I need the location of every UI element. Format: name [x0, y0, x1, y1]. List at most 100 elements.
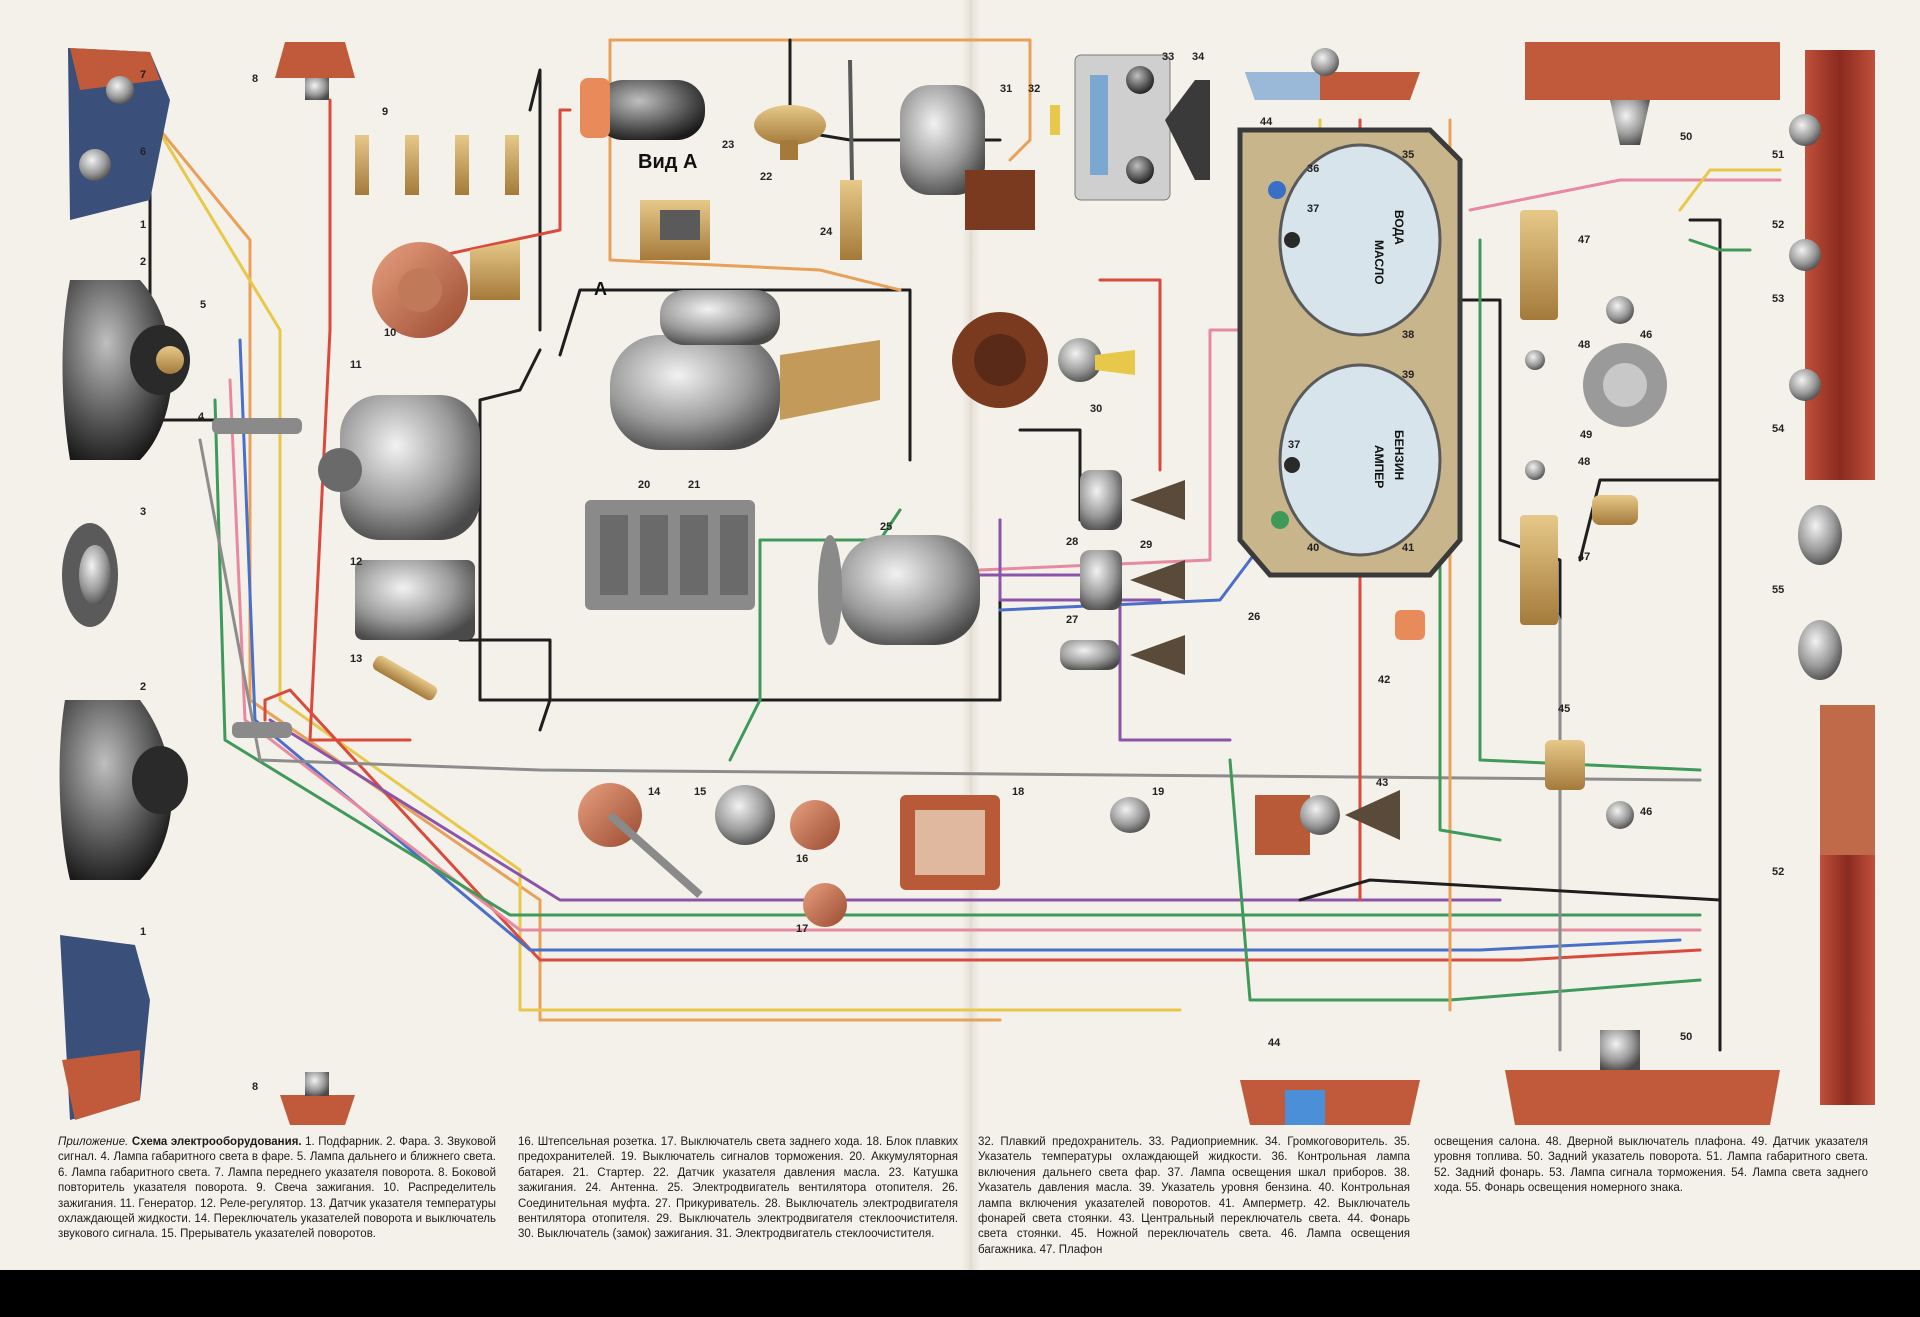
- temp-sensor-13: [372, 655, 438, 701]
- component-number-1: 1: [140, 219, 146, 231]
- component-number-37-2: 37: [1288, 439, 1300, 451]
- wire-green-2: [728, 508, 902, 762]
- wire-black-10: [1018, 428, 1082, 522]
- component-number-34: 34: [1192, 51, 1205, 63]
- caption-col-2-text: 16. Штепсельная розетка. 17. Выключатель…: [518, 1136, 958, 1241]
- main-light-switch-43: [1255, 790, 1400, 855]
- caption-title: Схема электрооборудования.: [131, 1136, 302, 1148]
- wire-pink-1: [228, 378, 1702, 932]
- caption-col-1: Приложение. Схема электрооборудования. 1…: [58, 1135, 496, 1243]
- rear-lamp-cluster-52-lower: [1820, 705, 1875, 1105]
- component-number-10: 10: [384, 327, 396, 339]
- foot-switch-45: [1545, 740, 1585, 790]
- component-number-7: 7: [140, 69, 146, 81]
- wire-green-6: [1688, 238, 1752, 252]
- courtesy-lamp-47: [1520, 210, 1558, 625]
- bottom-black-bar: [0, 1270, 1920, 1317]
- component-number-41: 41: [1402, 542, 1414, 554]
- component-number-39: 39: [1402, 369, 1414, 381]
- headlight-bulb-upper: [156, 346, 184, 374]
- wire-black-3: [528, 68, 542, 332]
- wire-purple-1: [268, 718, 1502, 902]
- component-number-30: 30: [1090, 403, 1102, 415]
- component-number-2-2: 2: [140, 681, 146, 693]
- component-number-15: 15: [694, 786, 706, 798]
- parking-lamp-44-top: [1245, 48, 1420, 100]
- wire-blue-1: [238, 338, 1682, 952]
- component-number-8-2: 8: [252, 1081, 258, 1093]
- component-number-18: 18: [1012, 786, 1024, 798]
- component-number-23: 23: [722, 139, 734, 151]
- component-number-24: 24: [820, 226, 833, 238]
- caption-col-4: освещения салона. 48. Дверной выключател…: [1434, 1135, 1868, 1197]
- fuel-sender-49: [1583, 343, 1667, 525]
- front-indicator-lens: [70, 48, 160, 90]
- component-number-12: 12: [350, 556, 362, 568]
- wiper-motor-31: [900, 85, 1035, 230]
- wire-orange: [158, 128, 1002, 1022]
- component-number-55: 55: [1772, 584, 1784, 596]
- side-repeater-8-bottom: [280, 1072, 355, 1125]
- caption-col-3-text: 32. Плавкий предохранитель. 33. Радиопри…: [978, 1136, 1410, 1256]
- component-number-36: 36: [1307, 163, 1319, 175]
- switch-28: [1080, 550, 1185, 610]
- gauge-label-fuel: БЕНЗИН: [1392, 430, 1406, 480]
- door-switch-48: [1525, 350, 1545, 480]
- component-number-44: 44: [1260, 116, 1273, 128]
- wire-grey-1: [198, 438, 1702, 782]
- component-number-35: 35: [1402, 149, 1414, 161]
- component-number-11: 11: [350, 359, 362, 371]
- switch-29: [1080, 470, 1185, 530]
- parking-switch-42: [1395, 610, 1425, 640]
- caption-col-1-text: 1. Подфарник. 2. Фара. 3. Звуковой сигна…: [58, 1136, 496, 1241]
- component-number-45: 45: [1558, 703, 1570, 715]
- component-number-50: 50: [1680, 131, 1692, 143]
- component-number-6: 6: [140, 146, 146, 158]
- caption-col-2: 16. Штепсельная розетка. 17. Выключатель…: [518, 1135, 958, 1243]
- generator-11: [318, 395, 480, 540]
- gauge-label-oil: МАСЛО: [1372, 240, 1386, 284]
- bulb-7: [106, 76, 134, 104]
- lamp-37-top: [1284, 232, 1300, 248]
- component-number-52-2: 52: [1772, 866, 1784, 878]
- radio-33: [1074, 54, 1171, 201]
- component-number-32: 32: [1028, 83, 1040, 95]
- component-number-20: 20: [638, 479, 650, 491]
- regulator-12: [355, 560, 475, 640]
- component-number-26: 26: [1248, 611, 1260, 623]
- fuse-block-18: [900, 795, 1000, 890]
- gauge-label-water: ВОДА: [1392, 210, 1406, 245]
- lamp-40: [1271, 511, 1289, 529]
- distributor-10: [372, 240, 520, 338]
- brake-switch-19: [1110, 797, 1150, 833]
- connector-block-left: [212, 418, 302, 738]
- component-number-5: 5: [200, 299, 206, 311]
- bulb-6: [79, 149, 111, 181]
- parking-lamp-44-bottom: [1240, 1080, 1420, 1125]
- license-lamp-55: [1798, 505, 1842, 680]
- fuse-32: [1050, 105, 1060, 135]
- component-number-17: 17: [796, 923, 808, 935]
- component-number-53: 53: [1772, 293, 1784, 305]
- ignition-coil-23: [580, 78, 705, 140]
- battery-20: [585, 500, 755, 610]
- caption-col-4-text: освещения салона. 48. Дверной выключател…: [1434, 1136, 1868, 1195]
- wire-pink-3: [1468, 178, 1782, 212]
- caption-col-3: 32. Плавкий предохранитель. 33. Радиопри…: [978, 1135, 1410, 1258]
- component-number-19: 19: [1152, 786, 1164, 798]
- trunk-lamp-46: [1606, 296, 1634, 829]
- wire-black-4: [478, 348, 1002, 702]
- component-number-49: 49: [1580, 429, 1592, 441]
- wire-red-2: [308, 98, 412, 742]
- component-number-44-2: 44: [1268, 1037, 1281, 1049]
- headlight-body-lower: [59, 700, 172, 880]
- lamp-37-bottom: [1284, 457, 1300, 473]
- oil-pressure-sensor-22: [754, 105, 826, 160]
- gauge-group-lower: [1278, 363, 1442, 557]
- wire-orange-3: [608, 38, 1032, 162]
- gauge-group-upper: [1278, 143, 1442, 337]
- component-number-14: 14: [648, 786, 661, 798]
- instrument-cluster: ВОДА МАСЛО БЕНЗИН АМПЕР: [1237, 127, 1463, 578]
- front-left-lamp-lower: [60, 935, 150, 1120]
- wire-red-coil: [418, 108, 572, 262]
